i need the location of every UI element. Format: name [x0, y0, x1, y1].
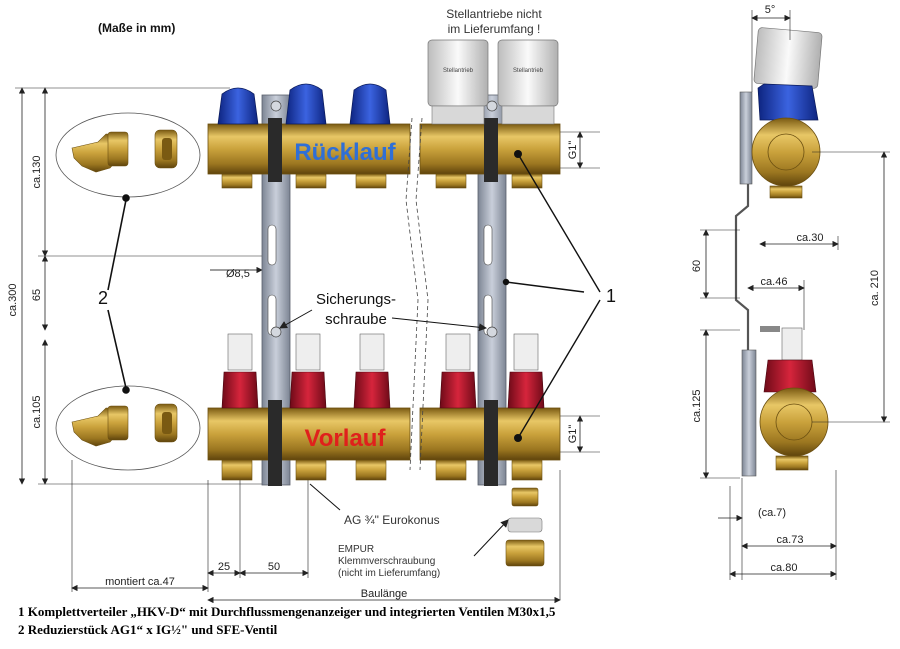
dim-ca125: ca.125	[691, 389, 703, 422]
actuator-note-line1: Stellantriebe nicht	[446, 7, 542, 21]
left-dimensions	[15, 87, 600, 604]
actuator-brand-2: Stellantrieb	[513, 68, 544, 74]
flow-meters	[221, 333, 545, 409]
dim-25: 25	[218, 561, 230, 573]
dim-60: 60	[691, 260, 703, 272]
dim-d85: Ø8,5	[226, 268, 250, 280]
flow-label: Vorlauf	[305, 425, 387, 452]
dim-g1-bottom: G1"	[567, 425, 579, 444]
actuator-note-line2: im Lieferumfang !	[448, 22, 541, 36]
dim-ca46: ca.46	[761, 276, 788, 288]
footnote-1: 1 Komplettverteiler „HKV-D“ mit Durchflu…	[18, 604, 556, 619]
marker-2: 2	[98, 288, 108, 308]
side-view	[734, 27, 829, 477]
return-manifold-bar	[207, 118, 561, 189]
dim-ca105: ca.105	[31, 395, 43, 428]
empur-line3: (nicht im Lieferumfang)	[338, 568, 440, 579]
eurokonus-label: AG ¾" Eurokonus	[344, 513, 440, 527]
dim-ca130: ca.130	[31, 155, 43, 188]
dim-montiert: montiert ca.47	[105, 576, 175, 588]
dim-ca7: (ca.7)	[758, 507, 786, 519]
dim-5deg: 5°	[765, 4, 776, 16]
marker-1: 1	[606, 286, 616, 306]
dim-g1-top: G1"	[567, 141, 579, 160]
empur-line1: EMPUR	[338, 544, 374, 555]
dim-ca30: ca.30	[797, 232, 824, 244]
flow-manifold-bar	[207, 400, 561, 486]
actuator-heads	[427, 39, 559, 125]
reducer-detail-top	[55, 112, 201, 198]
break-lines	[405, 117, 429, 471]
side-dimensions	[700, 10, 890, 580]
empur-line2: Klemmverschraubung	[338, 556, 435, 567]
footnote-2: 2 Reduzierstück AG1“ x IG½" und SFE-Vent…	[18, 622, 278, 637]
dim-ca73: ca.73	[777, 534, 804, 546]
screw-leaders	[279, 309, 509, 557]
screw-label-line2: schraube	[325, 311, 387, 328]
actuator-brand-1: Stellantrieb	[443, 68, 474, 74]
dim-ca210: ca. 210	[869, 270, 881, 306]
leader-lines-2	[107, 194, 130, 394]
dim-50: 50	[268, 561, 280, 573]
blue-valve-caps	[217, 83, 391, 125]
dim-ca80: ca.80	[771, 562, 798, 574]
return-label: Rücklauf	[294, 139, 396, 166]
dim-baulaenge: Baulänge	[361, 588, 408, 600]
dim-65: 65	[31, 289, 43, 301]
leader-lines-1	[502, 153, 601, 439]
screw-label-line1: Sicherungs-	[316, 291, 396, 308]
empur-fitting	[505, 487, 545, 567]
reducer-detail-bottom	[55, 385, 201, 471]
dim-ca300: ca.300	[7, 283, 19, 316]
units-note: (Maße in mm)	[98, 21, 175, 35]
